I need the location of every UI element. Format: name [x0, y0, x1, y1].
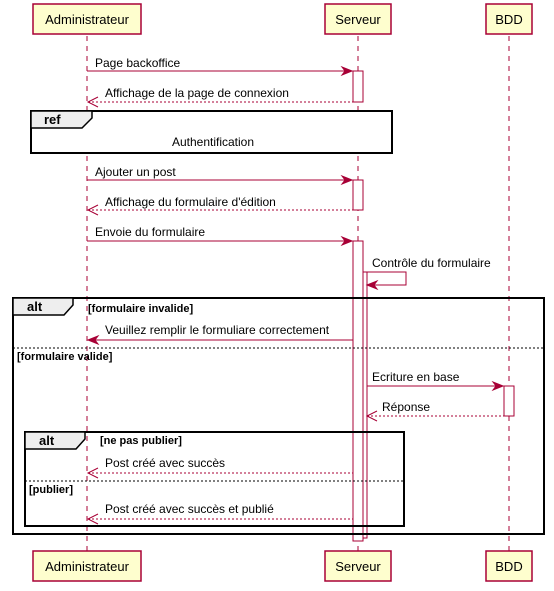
- participant-serveur-label-bottom: Serveur: [335, 559, 381, 574]
- arrow-head-icon: [491, 380, 505, 392]
- message-ecriture-base: Ecriture en base: [367, 370, 505, 392]
- message-label: Affichage du formulaire d'édition: [105, 195, 276, 209]
- message-controle-formulaire: Contrôle du formulaire: [363, 256, 491, 291]
- participant-serveur-label: Serveur: [335, 12, 381, 27]
- arrow-open-icon: [86, 204, 99, 216]
- participant-administrateur-label: Administrateur: [45, 12, 129, 27]
- message-label: Post créé avec succès: [105, 456, 225, 470]
- alt-frame-inner: alt [ne pas publier] [publier]: [24, 431, 405, 527]
- activation-serveur-1: [352, 70, 364, 103]
- participant-serveur-bottom: Serveur: [324, 550, 392, 582]
- participant-administrateur-bottom: Administrateur: [32, 550, 142, 582]
- alt-inner-tab: [24, 431, 86, 450]
- message-label: Ajouter un post: [95, 165, 176, 179]
- activation-bdd: [503, 385, 515, 417]
- message-page-backoffice: Page backoffice: [87, 56, 354, 77]
- message-post-cree: Post créé avec succès: [86, 456, 353, 479]
- alt-inner-guard-2: [publier]: [29, 484, 73, 496]
- alt-inner-keyword: alt: [39, 433, 55, 448]
- alt-inner-guard-1: [ne pas publier]: [100, 435, 182, 447]
- ref-label: Authentification: [172, 135, 254, 149]
- message-affichage-formulaire: Affichage du formulaire d'édition: [86, 195, 353, 216]
- alt-outer-guard-2: [formulaire valide]: [17, 351, 113, 363]
- ref-frame-authentification: ref Authentification: [30, 110, 393, 154]
- participant-administrateur-top: Administrateur: [32, 3, 142, 35]
- message-envoie-formulaire: Envoie du formulaire: [87, 225, 354, 247]
- message-reponse: Réponse: [365, 400, 504, 422]
- activation-serveur-3: [352, 240, 364, 542]
- activation-serveur-nested: [362, 271, 368, 539]
- alt-outer-guard-1: [formulaire invalide]: [88, 303, 193, 315]
- participant-bdd-bottom: BDD: [485, 550, 533, 582]
- participant-administrateur-label-bottom: Administrateur: [45, 559, 129, 574]
- message-ajouter-post: Ajouter un post: [87, 165, 354, 186]
- message-label: Veuillez remplir le formuliare correctem…: [105, 323, 330, 337]
- message-label: Contrôle du formulaire: [372, 256, 491, 270]
- arrow-head-icon: [86, 334, 100, 346]
- participant-bdd-label-bottom: BDD: [495, 559, 522, 574]
- message-label: Envoie du formulaire: [95, 225, 205, 239]
- arrow-open-icon: [86, 467, 99, 479]
- ref-keyword: ref: [44, 112, 61, 127]
- message-label: Post créé avec succès et publié: [105, 502, 274, 516]
- arrow-head-icon: [340, 65, 354, 77]
- message-label: Ecriture en base: [372, 370, 460, 384]
- activation-serveur-2: [352, 179, 364, 211]
- message-label: Page backoffice: [95, 56, 180, 70]
- alt-frame-outer: alt [formulaire invalide] [formulaire va…: [12, 297, 545, 535]
- message-label: Réponse: [382, 400, 430, 414]
- participant-serveur-top: Serveur: [324, 3, 392, 35]
- alt-outer-tab: [12, 297, 74, 316]
- message-label: Affichage de la page de connexion: [105, 86, 289, 100]
- arrow-head-icon: [365, 279, 379, 291]
- participant-bdd-top: BDD: [485, 3, 533, 35]
- participant-bdd-label: BDD: [495, 12, 522, 27]
- arrow-open-icon: [86, 513, 99, 525]
- message-affichage-connexion: Affichage de la page de connexion: [86, 86, 353, 108]
- ref-tab: [30, 110, 93, 129]
- alt-outer-keyword: alt: [27, 299, 43, 314]
- arrow-open-icon: [86, 96, 99, 108]
- arrow-head-icon: [340, 235, 354, 247]
- message-veuillez-remplir: Veuillez remplir le formuliare correctem…: [86, 323, 353, 346]
- arrow-head-icon: [340, 174, 354, 186]
- message-post-cree-publie: Post créé avec succès et publié: [86, 502, 353, 525]
- arrow-open-icon: [365, 410, 378, 422]
